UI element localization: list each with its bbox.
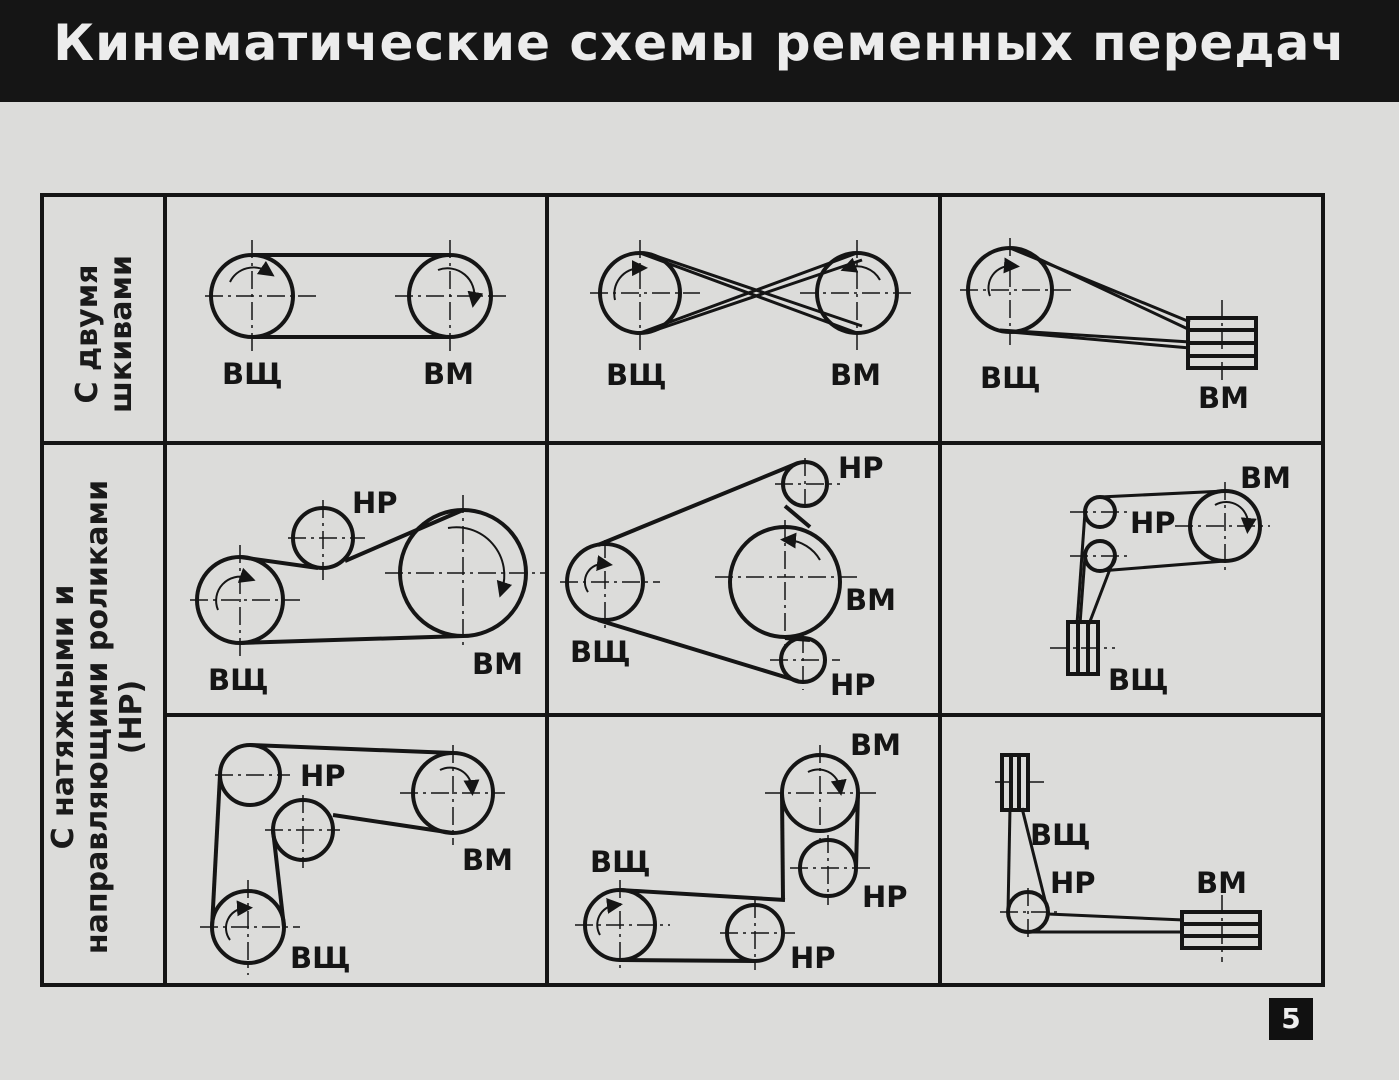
label-roller: НР bbox=[862, 880, 908, 914]
scheme-labels: ВЩ ВМ ВЩ ВМ ВЩ ВМ НР ВЩ ВМ НР ВМ ВЩ НР В… bbox=[208, 357, 1291, 975]
label-roller: НР bbox=[790, 941, 836, 975]
label-driven: ВМ bbox=[850, 728, 901, 762]
belt bbox=[1075, 489, 1226, 625]
label-drive: ВЩ bbox=[606, 358, 667, 392]
label-drive: ВЩ bbox=[1108, 663, 1169, 697]
belt bbox=[597, 461, 812, 683]
label-roller: НР bbox=[1050, 866, 1096, 900]
label-drive: ВЩ bbox=[208, 663, 269, 697]
label-roller: НР bbox=[352, 486, 398, 520]
label-driven: ВМ bbox=[830, 358, 881, 392]
label-driven: ВМ bbox=[1240, 461, 1291, 495]
label-driven: ВМ bbox=[1198, 381, 1249, 415]
label-drive: ВЩ bbox=[980, 361, 1041, 395]
belt bbox=[619, 792, 860, 963]
scheme-one-tension-roller bbox=[190, 495, 545, 660]
label-drive: ВЩ bbox=[570, 635, 631, 669]
page-title: Кинематические схемы ременных передач bbox=[53, 14, 1346, 72]
table-grid bbox=[40, 193, 1325, 987]
scheme-l-shaped-rollers bbox=[200, 743, 505, 975]
label-roller: НР bbox=[830, 668, 876, 702]
label-drive: ВЩ bbox=[590, 845, 651, 879]
scheme-crossed-belt bbox=[590, 240, 915, 350]
label-roller: НР bbox=[838, 451, 884, 485]
scheme-open-belt bbox=[205, 240, 510, 352]
scheme-quarter-turn-rollers bbox=[1050, 482, 1270, 676]
page-number: 5 bbox=[1269, 998, 1313, 1040]
belt bbox=[639, 251, 863, 335]
label-drive: ВЩ bbox=[222, 357, 283, 391]
label-driven: ВМ bbox=[423, 357, 474, 391]
scheme-serpentine-rollers bbox=[575, 745, 880, 970]
scheme-angled-roller bbox=[995, 753, 1262, 962]
label-drive: ВЩ bbox=[1030, 818, 1091, 852]
label-driven: ВМ bbox=[472, 647, 523, 681]
label-drive: ВЩ bbox=[290, 941, 351, 975]
label-roller: НР bbox=[300, 759, 346, 793]
label-driven: ВМ bbox=[1196, 866, 1247, 900]
header-bar bbox=[0, 0, 1399, 102]
belt bbox=[999, 246, 1191, 350]
pulley-driven-side bbox=[1180, 910, 1262, 950]
scheme-two-guide-rollers bbox=[560, 458, 860, 690]
scheme-half-crossed-belt bbox=[960, 238, 1258, 385]
belt bbox=[239, 508, 464, 645]
label-driven: ВМ bbox=[462, 843, 513, 877]
row-label-two-pulleys: С двумя шкивами bbox=[70, 255, 139, 414]
belt bbox=[1006, 807, 1185, 934]
label-driven: ВМ bbox=[845, 583, 896, 617]
row-label-with-rollers: С натяжными и направляющими роликами (НР… bbox=[46, 479, 149, 955]
label-roller: НР bbox=[1130, 506, 1176, 540]
belt bbox=[252, 253, 450, 339]
belt bbox=[210, 743, 454, 928]
